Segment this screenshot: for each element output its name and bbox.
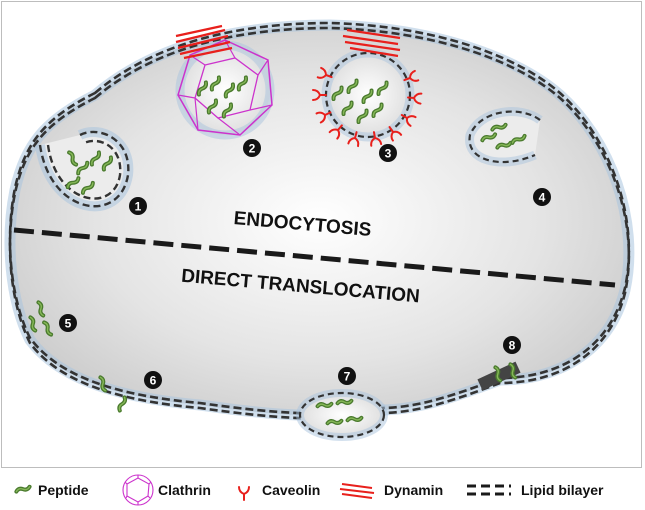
dynamin-icon — [339, 483, 375, 499]
step-marker-2: 2 — [243, 139, 261, 157]
process-8-pore — [477, 361, 521, 391]
legend-label-clathrin: Clathrin — [158, 482, 211, 498]
step-marker-label: 5 — [65, 317, 72, 331]
lipid-bilayer-icon — [467, 484, 511, 496]
step-marker-8: 8 — [503, 336, 521, 354]
step-marker-7: 7 — [338, 367, 356, 385]
clathrin-icon — [122, 474, 154, 506]
process-2-clathrin — [175, 24, 275, 140]
diagram-frame — [1, 1, 642, 468]
legend-item-clathrin: Clathrin — [122, 474, 211, 506]
step-marker-5: 5 — [59, 314, 77, 332]
step-marker-label: 1 — [135, 200, 142, 214]
process-3-caveolin — [312, 28, 423, 148]
pathway-divider — [13, 227, 616, 288]
step-markers: 1 2 3 4 5 6 7 8 — [59, 139, 551, 389]
legend-label-lipid-bilayer: Lipid bilayer — [521, 482, 604, 498]
dynamin-coil-3 — [342, 28, 401, 58]
peptide-icon — [13, 483, 33, 495]
process-4-macropinocytosis — [465, 107, 543, 167]
step-marker-label: 6 — [150, 374, 157, 388]
caveolin-icon — [238, 486, 250, 501]
legend-label-peptide: Peptide — [38, 482, 89, 498]
legend-item-lipid-bilayer: Lipid bilayer — [467, 482, 604, 498]
step-marker-6: 6 — [144, 371, 162, 389]
step-marker-label: 7 — [344, 370, 351, 384]
legend-label-caveolin: Caveolin — [262, 482, 320, 498]
step-marker-1: 1 — [129, 197, 147, 215]
legend: Peptide Clathrin Caveolin Dynamin — [13, 474, 604, 506]
dynamin-coil-2 — [175, 24, 233, 60]
step-marker-label: 8 — [509, 339, 516, 353]
legend-item-caveolin: Caveolin — [238, 482, 320, 501]
step-marker-label: 3 — [385, 147, 392, 161]
process-1-invagination — [35, 126, 134, 212]
process-7-inverted-micelle — [296, 389, 388, 441]
legend-item-dynamin: Dynamin — [339, 482, 443, 499]
legend-item-peptide: Peptide — [13, 482, 89, 498]
step-marker-label: 4 — [539, 191, 546, 205]
step-marker-3: 3 — [379, 144, 397, 162]
legend-label-dynamin: Dynamin — [384, 482, 443, 498]
step-marker-4: 4 — [533, 188, 551, 206]
step-marker-label: 2 — [249, 142, 256, 156]
